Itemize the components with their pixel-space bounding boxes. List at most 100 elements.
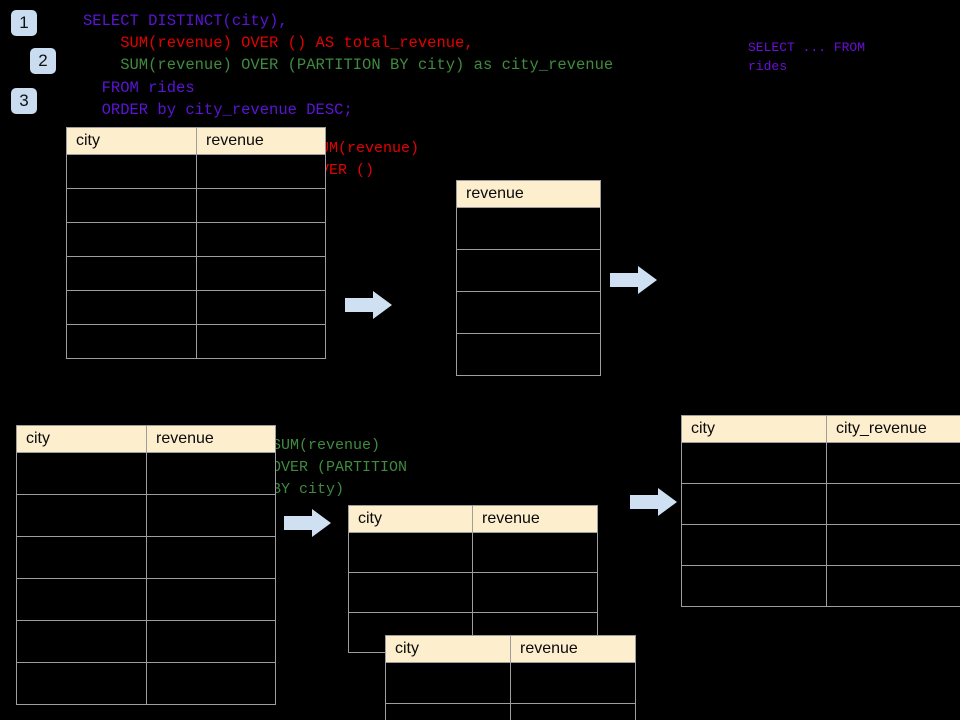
table-header-row: revenue	[456, 180, 601, 208]
table-body	[66, 154, 326, 359]
table-partition-a: city revenue	[348, 505, 598, 653]
annotation-select-from-rides: SELECT ... FROM rides	[748, 40, 866, 74]
cell-city	[385, 703, 511, 720]
column-header-city: city	[16, 425, 147, 453]
column-header-revenue: revenue	[196, 127, 326, 155]
table-row	[681, 565, 960, 607]
cell-revenue	[146, 620, 276, 663]
cell-city-revenue	[826, 565, 960, 607]
table-header-row: city city_revenue	[681, 415, 960, 443]
table-header-row: city revenue	[348, 505, 598, 533]
cell-city	[681, 483, 827, 525]
cell-city	[681, 565, 827, 607]
cell-revenue	[456, 249, 601, 292]
cell-revenue	[456, 291, 601, 334]
table-row	[348, 532, 598, 573]
cell-city	[16, 578, 147, 621]
cell-revenue	[146, 494, 276, 537]
table-source-top: city revenue	[66, 127, 326, 359]
column-header-revenue: revenue	[146, 425, 276, 453]
cell-city-revenue	[826, 524, 960, 566]
table-row	[16, 452, 276, 495]
column-header-city: city	[66, 127, 197, 155]
column-header-city: city	[348, 505, 473, 533]
arrow-source-to-total	[345, 290, 393, 320]
sql-line-order-by: ORDER by city_revenue DESC;	[83, 101, 353, 119]
table-row	[66, 256, 326, 291]
table-row	[385, 703, 636, 720]
step-badge-2: 2	[30, 48, 56, 74]
cell-city	[66, 188, 197, 223]
arrow-source-to-partition	[284, 508, 332, 538]
cell-revenue	[472, 532, 598, 573]
table-row	[456, 207, 601, 250]
table-body	[681, 442, 960, 607]
table-body	[456, 207, 601, 376]
table-row	[16, 620, 276, 663]
cell-city	[681, 442, 827, 484]
cell-revenue	[196, 324, 326, 359]
table-total-revenue: revenue	[456, 180, 601, 376]
column-header-revenue: revenue	[472, 505, 598, 533]
table-row	[681, 483, 960, 525]
cell-revenue	[196, 154, 326, 189]
table-row	[66, 324, 326, 359]
cell-revenue	[510, 703, 636, 720]
cell-revenue	[196, 188, 326, 223]
table-row	[456, 291, 601, 334]
cell-revenue	[146, 578, 276, 621]
table-row	[385, 662, 636, 704]
table-source-bottom: city revenue	[16, 425, 276, 705]
cell-city-revenue	[826, 483, 960, 525]
sql-line-from: FROM rides	[83, 79, 195, 97]
table-body	[385, 662, 636, 720]
table-row	[348, 572, 598, 613]
cell-city	[66, 290, 197, 325]
table-row	[66, 222, 326, 257]
table-row	[456, 333, 601, 376]
annotation-sum-over-partition: SUM(revenue) OVER (PARTITION BY city)	[272, 437, 408, 498]
table-row	[16, 536, 276, 579]
table-row	[66, 154, 326, 189]
cell-revenue	[472, 572, 598, 613]
step-badge-1: 1	[11, 10, 37, 36]
cell-city	[16, 536, 147, 579]
table-row	[681, 524, 960, 566]
column-header-city: city	[681, 415, 827, 443]
arrow-partition-to-result	[630, 487, 678, 517]
cell-revenue	[146, 536, 276, 579]
table-row	[16, 578, 276, 621]
cell-city	[16, 620, 147, 663]
column-header-revenue: revenue	[456, 180, 601, 208]
cell-revenue	[456, 207, 601, 250]
cell-city	[16, 662, 147, 705]
table-header-row: city revenue	[16, 425, 276, 453]
table-partition-b: city revenue	[385, 635, 636, 720]
column-header-revenue: revenue	[510, 635, 636, 663]
cell-revenue	[510, 662, 636, 704]
cell-revenue	[146, 452, 276, 495]
table-row	[16, 662, 276, 705]
table-header-row: city revenue	[66, 127, 326, 155]
cell-city	[348, 532, 473, 573]
table-row	[456, 249, 601, 292]
cell-city	[66, 154, 197, 189]
cell-city-revenue	[826, 442, 960, 484]
column-header-city-revenue: city_revenue	[826, 415, 960, 443]
sql-line-sum-over-empty: SUM(revenue) OVER () AS total_revenue,	[83, 34, 474, 52]
cell-city	[66, 222, 197, 257]
table-body	[16, 452, 276, 705]
table-row	[66, 188, 326, 223]
cell-city	[16, 494, 147, 537]
cell-revenue	[196, 290, 326, 325]
table-result: city city_revenue	[681, 415, 960, 607]
table-header-row: city revenue	[385, 635, 636, 663]
cell-revenue	[456, 333, 601, 376]
table-row	[16, 494, 276, 537]
step-badge-3: 3	[11, 88, 37, 114]
cell-city	[66, 256, 197, 291]
cell-city	[66, 324, 197, 359]
column-header-city: city	[385, 635, 511, 663]
annotation-sum-over-empty: SUM(revenue) OVER ()	[311, 140, 420, 179]
